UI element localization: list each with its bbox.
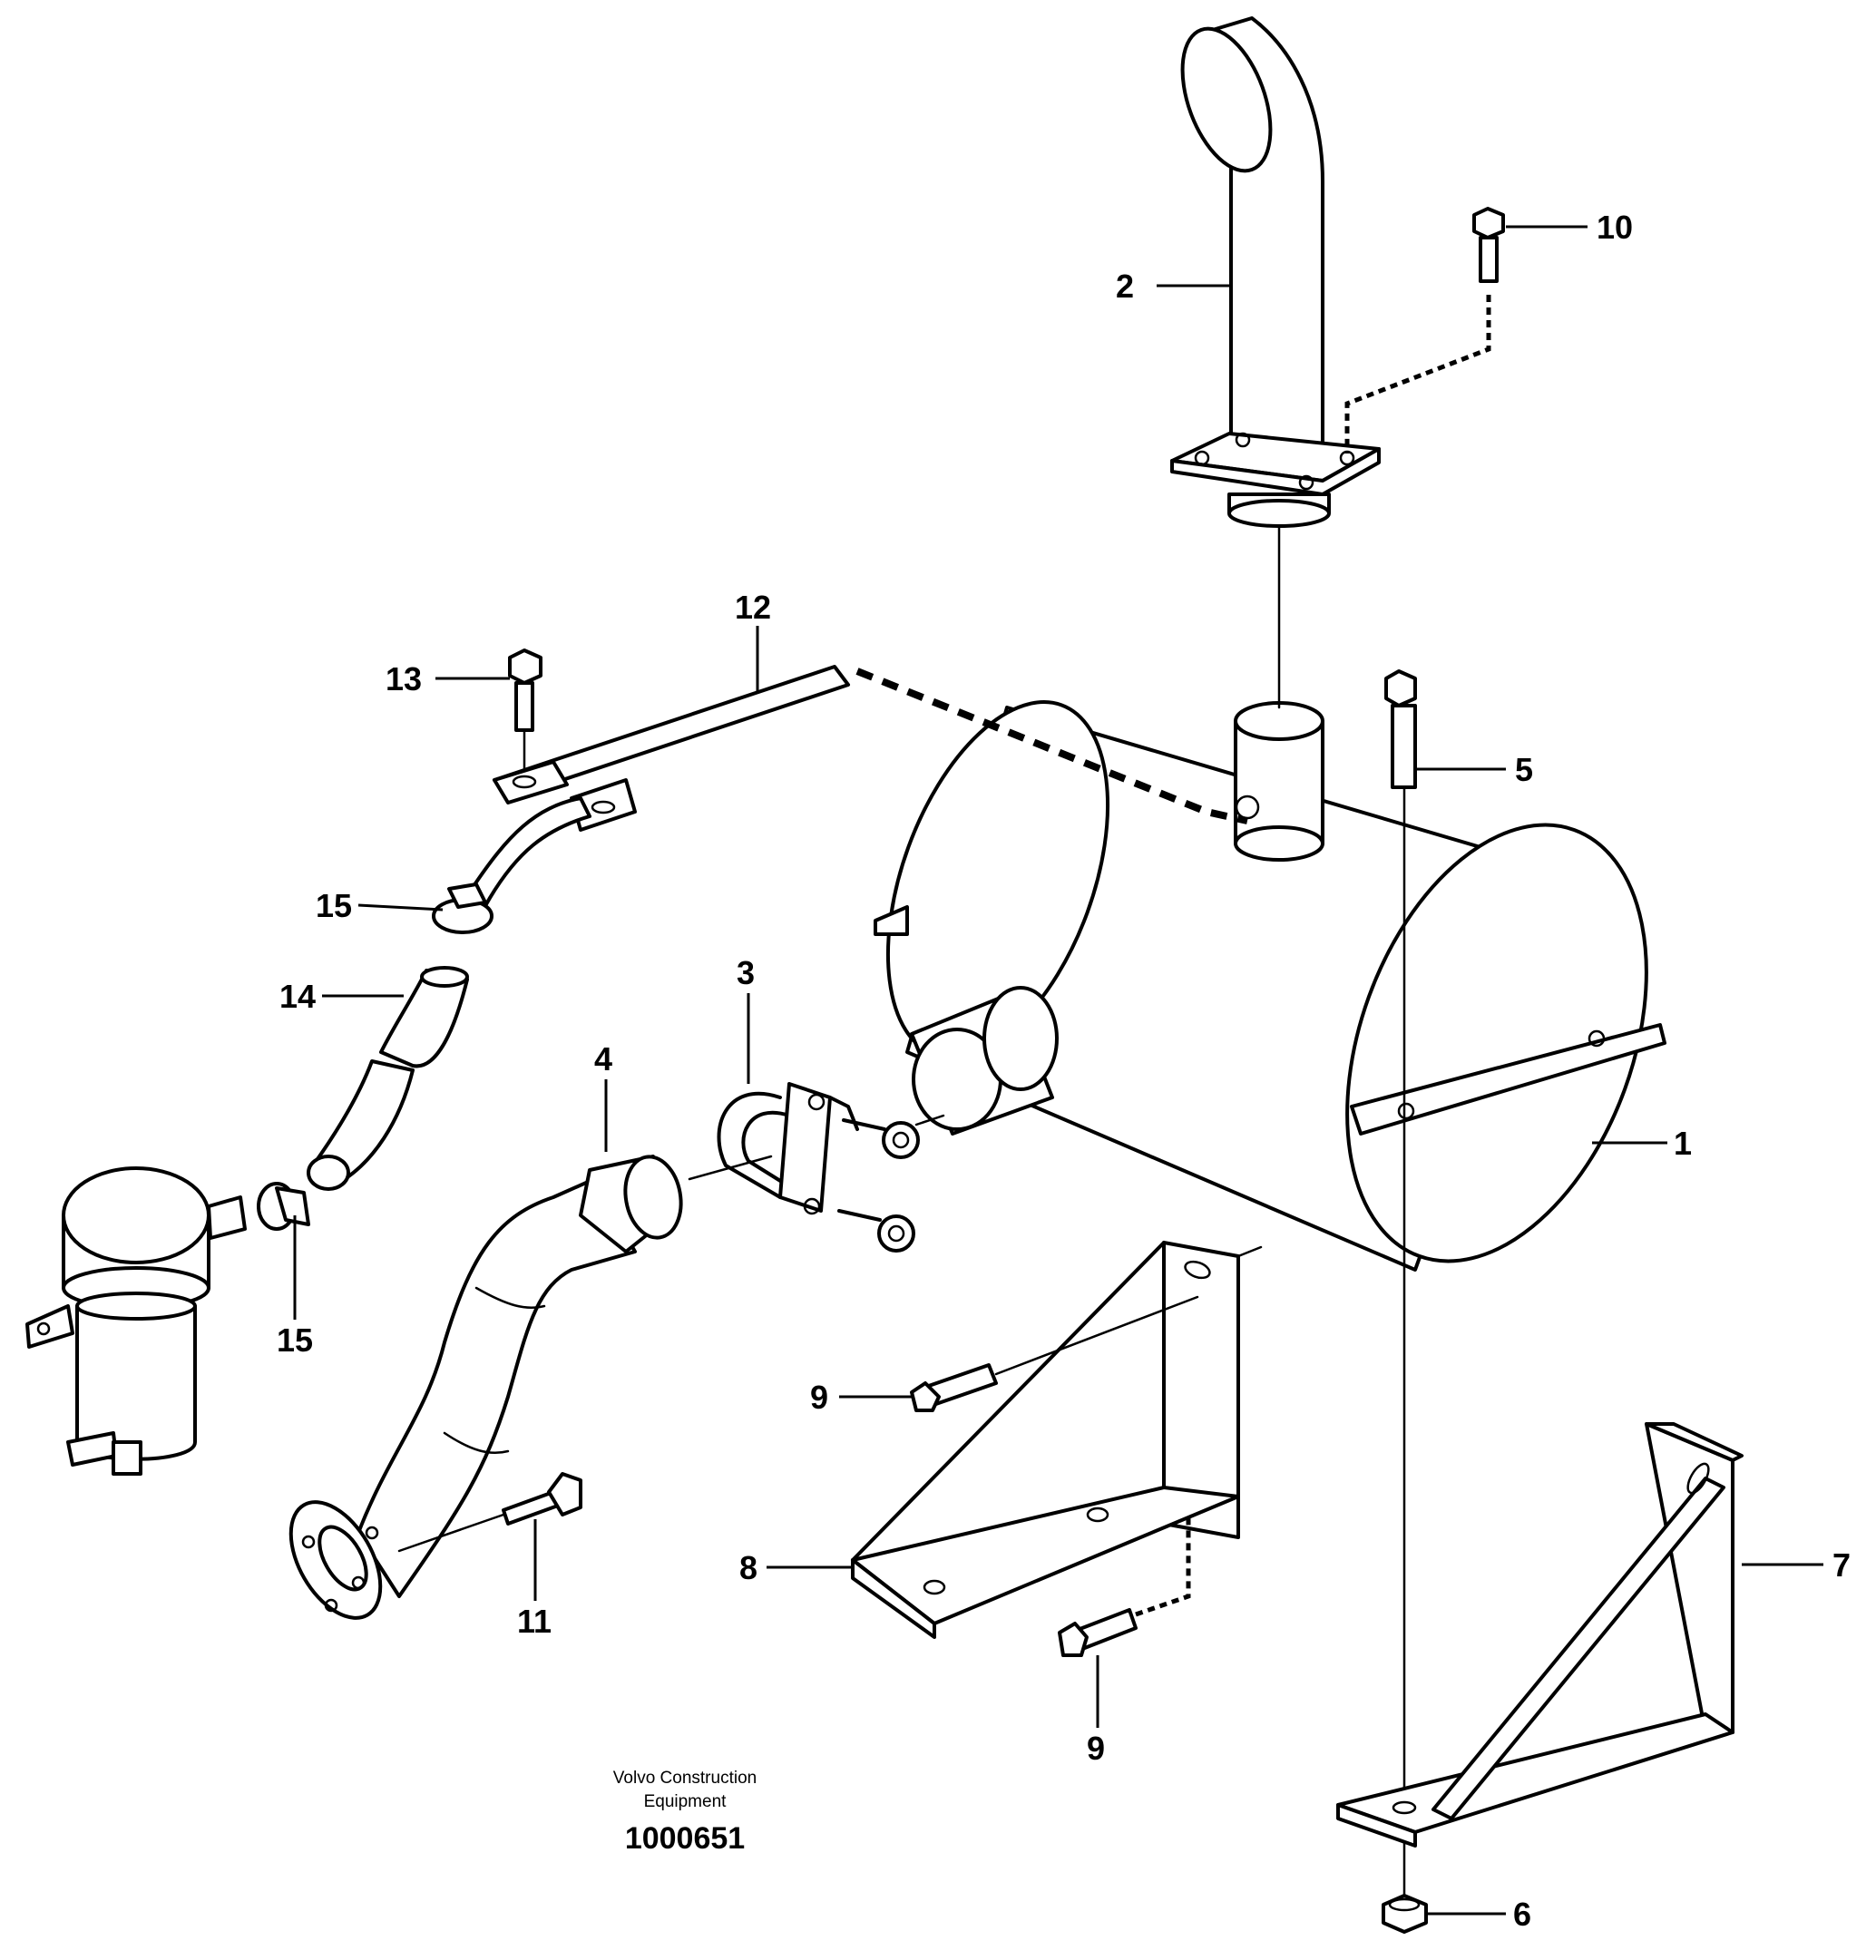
hose-clamp-top bbox=[432, 882, 493, 934]
bolt-9a bbox=[910, 1295, 1199, 1412]
hose-clamp-bottom bbox=[257, 1182, 310, 1231]
leader-lines bbox=[293, 225, 1823, 1916]
callout-11: 11 bbox=[517, 1603, 552, 1640]
callout-14: 14 bbox=[279, 978, 316, 1015]
caption-line1: Volvo Construction bbox=[613, 1769, 757, 1788]
callout-13: 13 bbox=[386, 660, 422, 697]
callout-6: 6 bbox=[1513, 1896, 1531, 1933]
exhaust-pipe bbox=[1170, 16, 1381, 709]
bolt-11 bbox=[397, 1472, 582, 1553]
callout-10: 10 bbox=[1597, 209, 1633, 246]
bolt-9b bbox=[1058, 1515, 1191, 1657]
callout-8: 8 bbox=[739, 1549, 757, 1586]
callout-5: 5 bbox=[1515, 751, 1533, 788]
bracket-left bbox=[851, 1241, 1263, 1639]
caption-line2: Equipment bbox=[644, 1792, 728, 1811]
bolt-10 bbox=[1344, 207, 1505, 453]
nut-6 bbox=[1382, 1894, 1428, 1934]
callout-1: 1 bbox=[1674, 1125, 1692, 1162]
callout-labels: 2 10 12 13 5 15 14 3 4 1 15 9 11 8 7 9 6 bbox=[277, 209, 1851, 1933]
callout-15-top: 15 bbox=[316, 887, 352, 924]
figure-caption: Volvo Construction Equipment 1000651 bbox=[613, 1769, 757, 1856]
hose bbox=[307, 966, 469, 1191]
callout-4: 4 bbox=[594, 1040, 612, 1078]
callout-9-upper: 9 bbox=[810, 1379, 828, 1416]
breather-filter bbox=[25, 1166, 247, 1476]
bolt-13 bbox=[508, 648, 542, 773]
callout-7: 7 bbox=[1832, 1546, 1851, 1584]
u-clamp bbox=[688, 1082, 945, 1253]
callout-2: 2 bbox=[1116, 268, 1134, 305]
callout-3: 3 bbox=[737, 954, 755, 991]
callout-15-bottom: 15 bbox=[277, 1321, 313, 1359]
exhaust-tube bbox=[288, 1155, 683, 1620]
silencer bbox=[874, 700, 1666, 1272]
bolt-5 bbox=[1384, 669, 1417, 1916]
callout-12: 12 bbox=[735, 589, 771, 626]
bracket-right bbox=[1336, 1422, 1744, 1848]
caption-number: 1000651 bbox=[625, 1821, 745, 1856]
callout-9-lower: 9 bbox=[1087, 1730, 1105, 1767]
